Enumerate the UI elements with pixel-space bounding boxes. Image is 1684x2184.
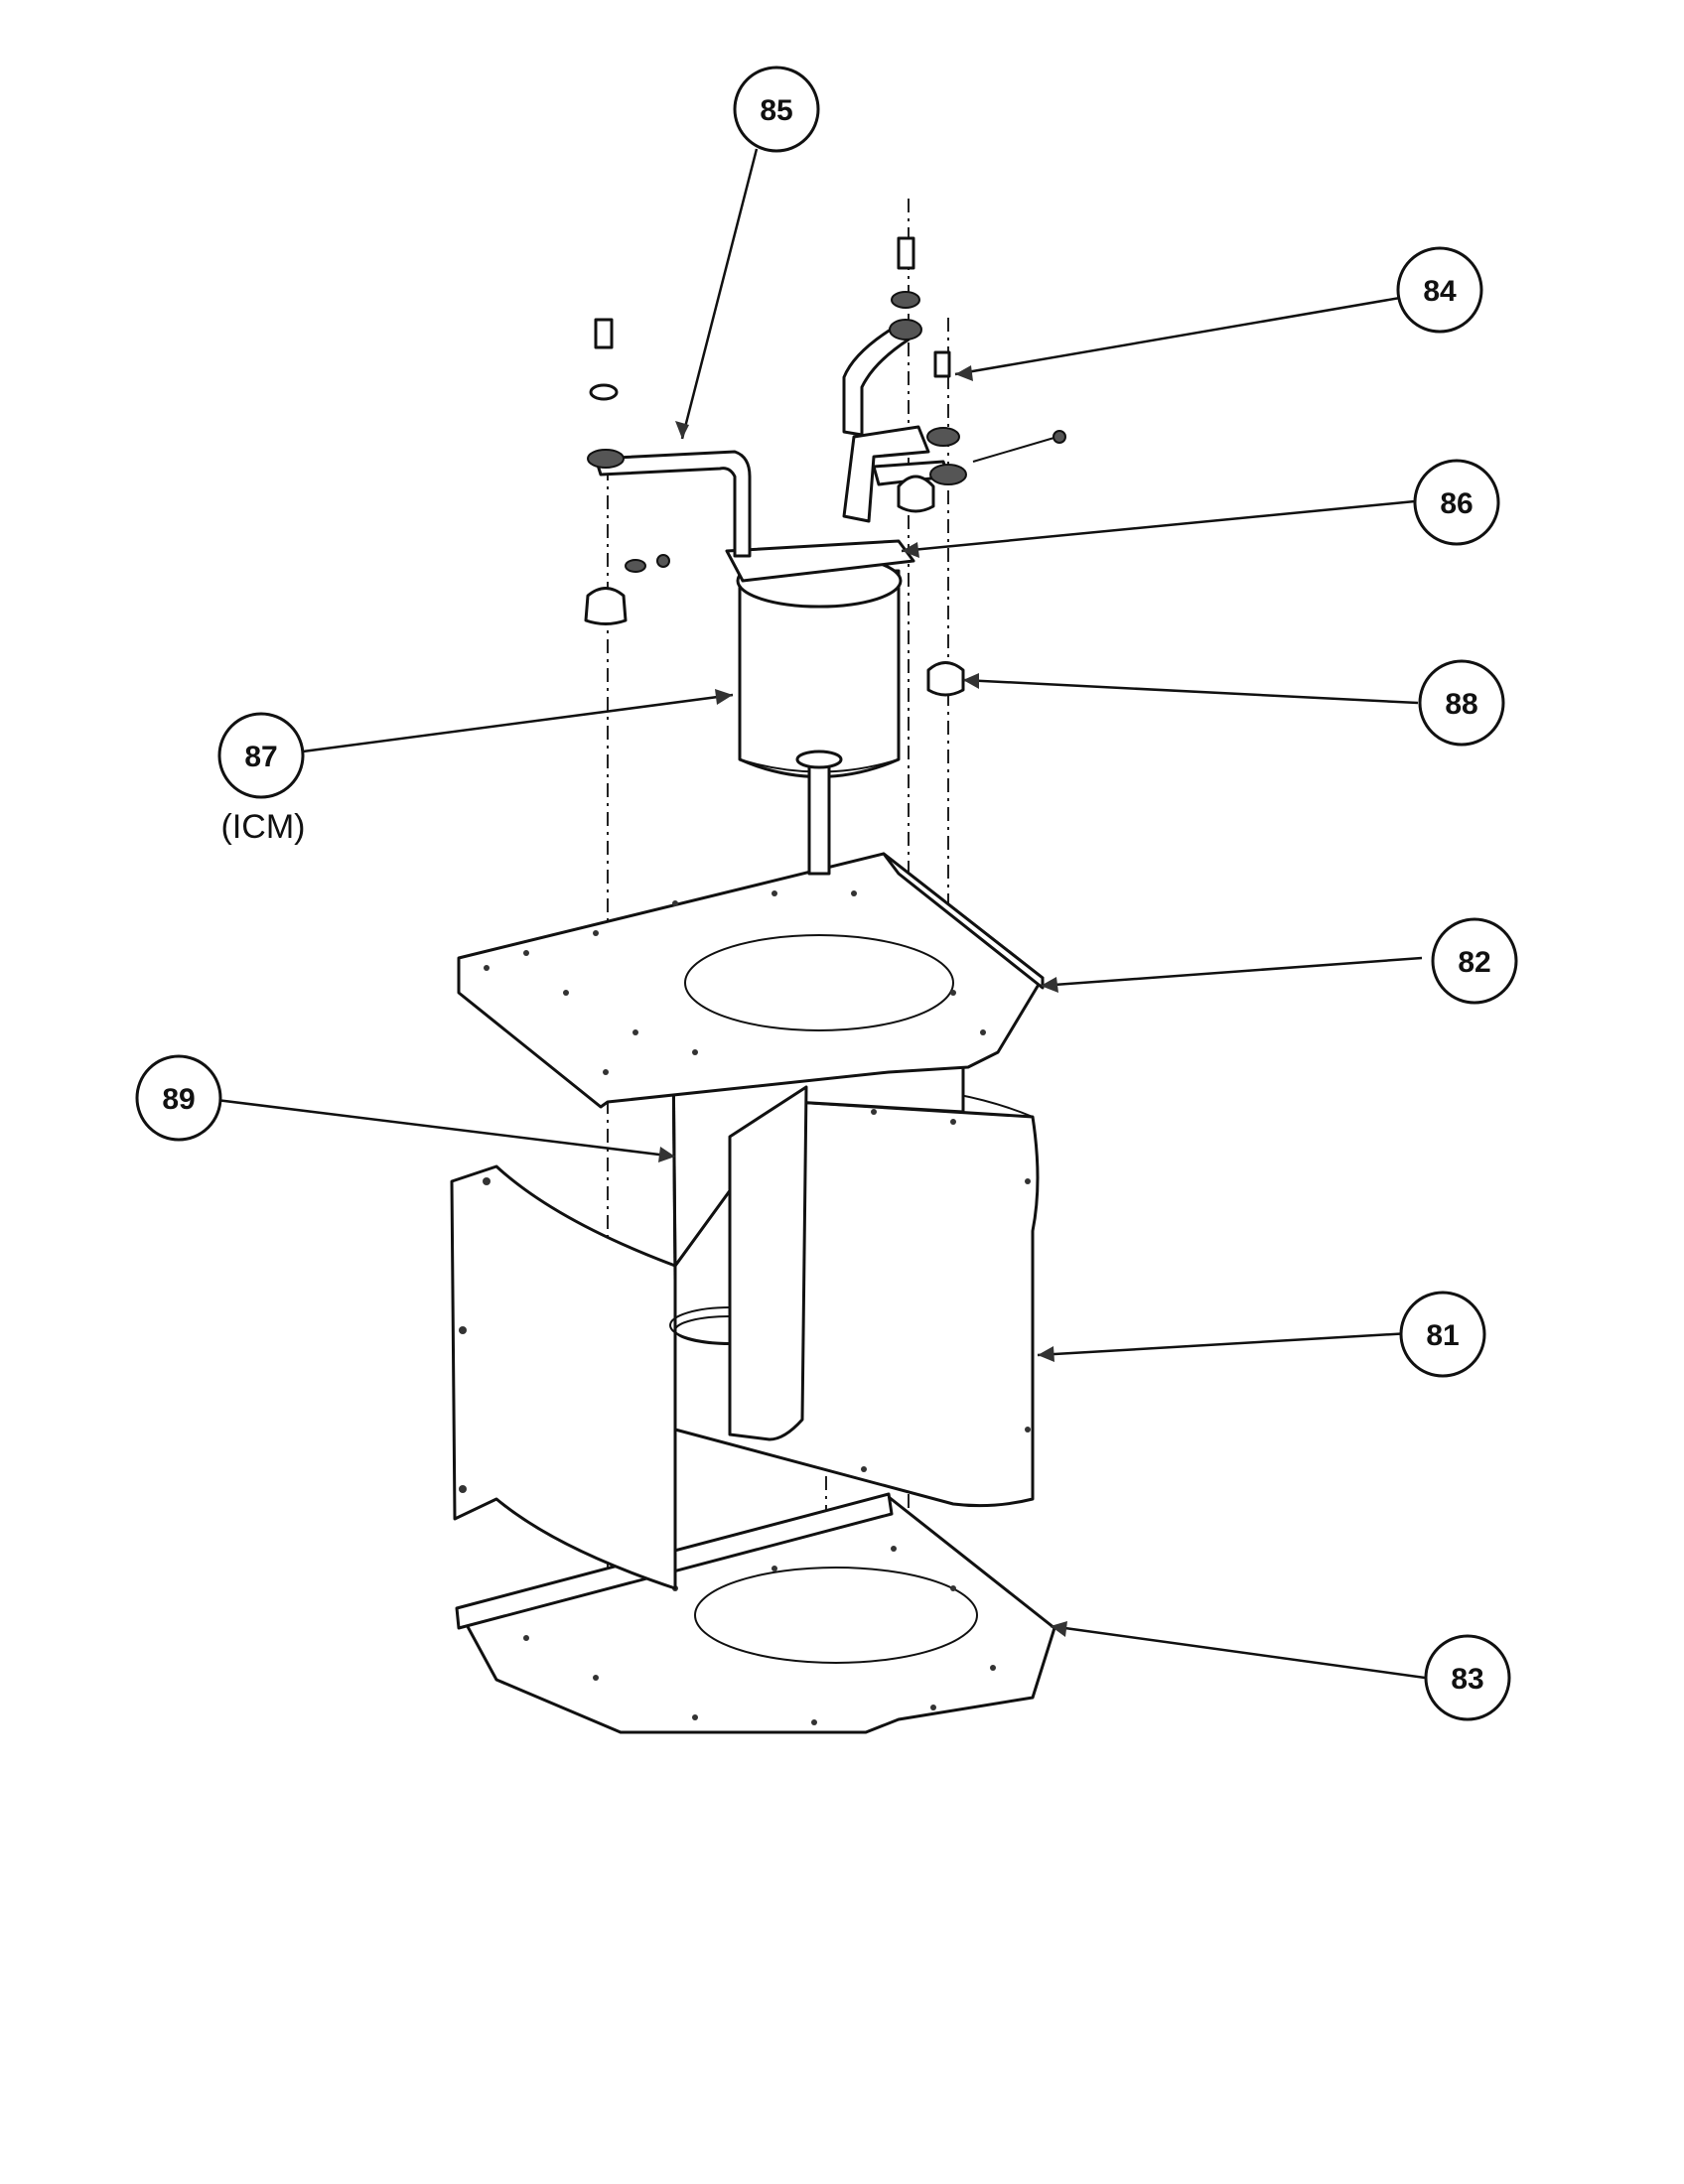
callout-87-sublabel: (ICM) (221, 808, 306, 846)
fasteners (584, 236, 1066, 697)
callout-88: 88 (1418, 659, 1505, 747)
callout-85: 85 (733, 66, 820, 153)
callout-89: 89 (135, 1054, 222, 1142)
cutoff-plate (728, 1085, 808, 1441)
motor-mount-arms (594, 326, 950, 558)
callout-85-label: 85 (760, 94, 792, 127)
leader-lines (208, 148, 1426, 1680)
callout-83: 83 (1424, 1634, 1511, 1721)
callout-82: 82 (1431, 917, 1518, 1005)
side-panel (450, 1164, 677, 1590)
callout-87-label: 87 (244, 741, 277, 773)
top-plate (457, 852, 1045, 1109)
callout-89-label: 89 (162, 1083, 195, 1116)
callout-82-label: 82 (1458, 946, 1490, 979)
callout-81: 81 (1399, 1291, 1486, 1378)
callout-84-label: 84 (1423, 275, 1457, 308)
callout-84: 84 (1396, 246, 1483, 334)
callout-83-label: 83 (1451, 1663, 1483, 1696)
callout-86-label: 86 (1440, 487, 1473, 520)
callout-81-label: 81 (1426, 1319, 1459, 1352)
callout-86: 86 (1413, 459, 1500, 546)
motor (725, 539, 915, 876)
callout-88-label: 88 (1445, 688, 1477, 721)
callout-87: 87 (ICM) (217, 712, 306, 846)
